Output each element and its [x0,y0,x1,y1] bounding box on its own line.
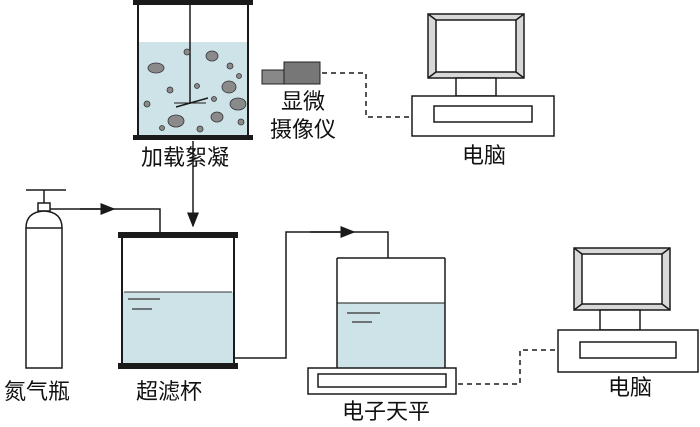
nitrogen-bottle [25,189,66,369]
flocculation-lid [133,0,253,5]
microscope-label-line2: 摄像仪 [270,118,337,143]
ultrafiltration-cup [118,232,238,369]
filter-cup-label: 超滤杯 [136,380,203,405]
floc-particles [143,48,247,133]
computer-top-label: 电脑 [462,144,507,169]
camera-cable [322,72,412,118]
balance-cable [458,349,558,385]
permeate-line [234,231,352,359]
computer-top [411,13,555,137]
computer-bottom-label: 电脑 [608,376,653,401]
nitrogen-bottle-label: 氮气瓶 [4,380,71,405]
gas-line [50,208,161,232]
computer-bottom [557,247,699,373]
microscope-label-line1: 显微 [281,90,326,115]
microscope-camera [261,61,321,85]
flocculation-base [133,135,253,140]
balance-label: 电子天平 [342,400,431,425]
flocculation-label: 加载絮凝 [141,146,230,171]
balance-beaker [336,257,446,368]
electronic-balance [307,367,457,395]
flocculation-vessel [133,0,253,140]
